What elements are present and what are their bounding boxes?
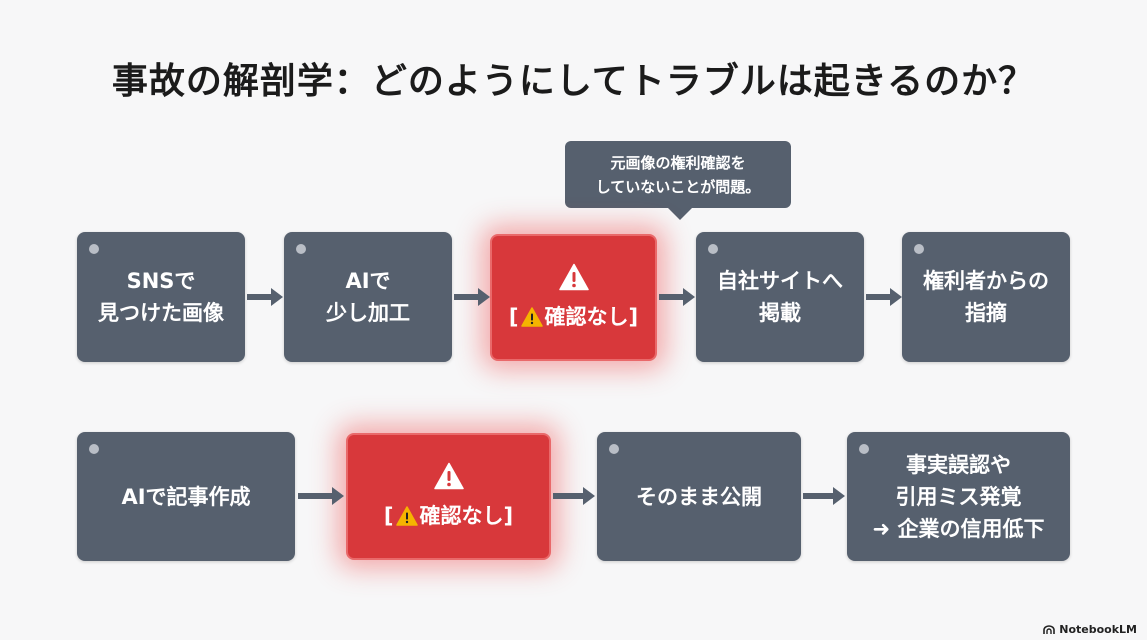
step-label: SNSで 見つけた画像 [98,269,224,325]
step-ai-edit: AIで 少し加工 [284,232,452,362]
brand-name: NotebookLM [1059,623,1137,636]
step-rights-claim: 権利者からの 指摘 [902,232,1070,362]
warning-label-text: 確認なし] [419,503,514,528]
notebooklm-brand: NotebookLM [1043,623,1137,636]
warning-icon [558,263,589,290]
step-ai-article: AIで記事作成 [77,432,295,561]
warning-label: [ 確認なし] [384,500,513,532]
warning-label-text: 確認なし] [544,304,639,329]
step-label: 事実誤認や 引用ミス発覚 ➜ 企業の信用低下 [872,452,1045,541]
step-credibility-loss: 事実誤認や 引用ミス発覚 ➜ 企業の信用低下 [847,432,1070,561]
step-dot [914,244,924,254]
step-label: AIで 少し加工 [326,269,410,325]
step-dot [859,444,869,454]
step-no-check-2: [ 確認なし] [346,433,551,560]
warning-label: [ 確認なし] [509,301,638,333]
step-dot [89,244,99,254]
issue-callout: 元画像の権利確認を していないことが問題。 [565,141,791,220]
step-label: 権利者からの 指摘 [923,269,1049,325]
step-dot [609,444,619,454]
step-no-check-1: [ 確認なし] [490,234,657,361]
arrow-right-icon [659,288,695,306]
step-publish-as-is: そのまま公開 [597,432,801,561]
step-label: 自社サイトへ 掲載 [717,269,843,325]
notebooklm-logo-icon [1043,624,1056,634]
step-dot [708,244,718,254]
callout-text: 元画像の権利確認を していないことが問題。 [595,153,761,196]
step-sns-image: SNSで 見つけた画像 [77,232,245,362]
arrow-right-icon [454,288,490,306]
arrow-right-icon [247,288,283,306]
page-title: 事故の解剖学：どのようにしてトラブルは起きるのか？ [111,61,1036,102]
arrow-right-icon [298,487,344,505]
warning-label-bracket: [ [383,503,394,528]
arrow-right-icon [553,487,595,505]
arrow-right-icon [866,288,902,306]
warning-icon [395,505,418,526]
warning-icon [520,306,543,327]
step-label: AIで記事作成 [121,484,251,509]
arrow-right-icon [803,487,845,505]
callout-tail [668,208,692,220]
warning-icon [433,462,464,489]
warning-label-bracket: [ [508,304,519,329]
step-dot [89,444,99,454]
step-label: そのまま公開 [636,484,762,509]
step-publish-site: 自社サイトへ 掲載 [696,232,864,362]
step-dot [296,244,306,254]
